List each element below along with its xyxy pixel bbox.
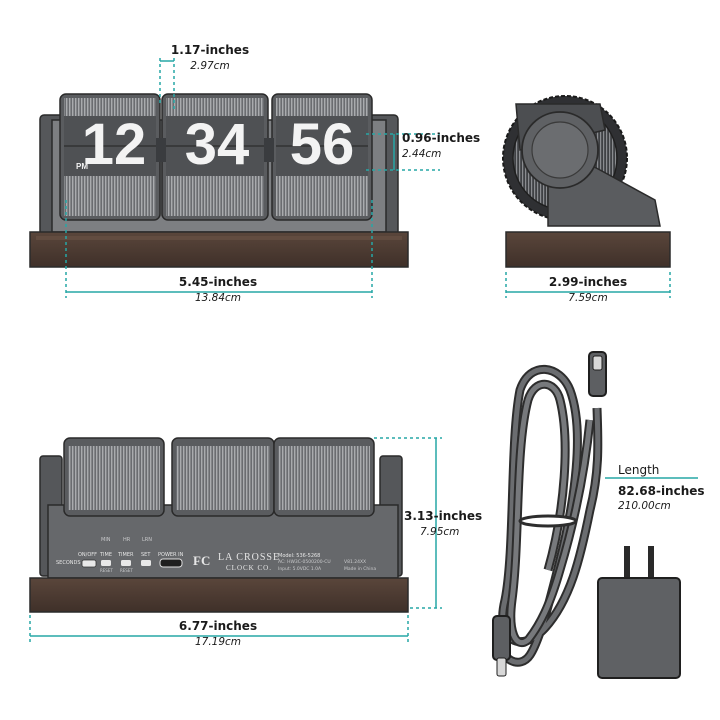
model-label: Model: 536-5268 <box>278 553 321 559</box>
back-height-inches-label: 3.13-inches <box>404 509 483 523</box>
back-card-seconds <box>273 437 375 517</box>
usb-c-plug-bottom <box>492 615 511 661</box>
back-card-hours <box>63 437 165 517</box>
back-wood-base <box>29 577 409 613</box>
flip-card-seconds <box>271 93 373 221</box>
switch-onoff-label: ON/OFF <box>78 552 98 558</box>
button-set-label: SET <box>141 552 151 558</box>
flip-digit-hours: 12 <box>81 112 147 177</box>
card-width-inches-label: 1.17-inches <box>170 43 250 57</box>
back-width-cm-label: 17.19cm <box>194 636 242 648</box>
power-adapter <box>597 546 681 679</box>
usb-cable <box>492 351 607 677</box>
ampm-indicator: PM <box>76 162 88 171</box>
side-wood-base <box>505 231 671 268</box>
button-timer-sub-label: RESET <box>120 568 133 573</box>
brand-line-2: CLOCK CO. <box>226 564 272 572</box>
panel-label-lrn: LRN <box>142 537 152 543</box>
time-button[interactable] <box>101 560 111 566</box>
cable-length-inches-label: 82.68-inches <box>618 484 705 498</box>
fcc-logo: FC <box>193 553 211 568</box>
brand-line-1: LA CROSSE <box>218 552 281 563</box>
flip-digit-minutes: 34 <box>184 112 250 177</box>
card-width-cm-label: 2.97cm <box>190 60 230 72</box>
front-width-inches-label: 5.45-inches <box>178 275 258 289</box>
version-label: V81.24XX <box>344 560 367 565</box>
cable-length-cm-label: 210.00cm <box>618 500 671 512</box>
made-in-label: Made in China <box>344 567 377 572</box>
back-dimension-lines <box>29 437 442 642</box>
back-view <box>29 437 409 613</box>
panel-label-min: MIN <box>101 537 111 543</box>
front-dimension-lines <box>65 58 440 298</box>
set-button[interactable] <box>141 560 151 566</box>
side-depth-inches-label: 2.99-inches <box>548 275 628 289</box>
seconds-switch[interactable] <box>81 559 97 568</box>
timer-button[interactable] <box>121 560 131 566</box>
back-card-minutes <box>171 437 275 517</box>
adapter-body <box>597 577 681 679</box>
digit-height-inches-label: 0.96-inches <box>402 131 481 145</box>
spec-line-1: AC: HW3C-0500200-CU <box>278 560 331 565</box>
front-width-cm-label: 13.84cm <box>194 292 242 304</box>
button-time-label: TIME <box>100 552 113 558</box>
side-depth-cm-label: 7.59cm <box>568 292 608 304</box>
back-width-inches-label: 6.77-inches <box>178 619 258 633</box>
flip-digit-seconds: 56 <box>289 112 355 177</box>
front-hinge-left <box>156 138 166 162</box>
spec-line-2: Input: 5.0VDC 1.0A <box>278 567 322 572</box>
side-view <box>502 95 671 268</box>
back-height-cm-label: 7.95cm <box>420 526 460 538</box>
power-in-label: POWER IN <box>158 552 184 558</box>
flip-card-minutes <box>161 93 269 221</box>
switch-seconds-label: SECONDS <box>56 560 81 566</box>
cable-length-title: Length <box>618 463 660 477</box>
front-view <box>29 93 409 268</box>
front-hinge-right <box>264 138 274 162</box>
digit-height-cm-label: 2.44cm <box>402 148 442 160</box>
power-port[interactable] <box>159 558 183 568</box>
panel-label-hr: HR <box>123 537 131 543</box>
button-time-sub-label: RESET <box>100 568 113 573</box>
button-timer-label: TIMER <box>118 552 134 558</box>
side-dimension-lines <box>505 272 671 298</box>
